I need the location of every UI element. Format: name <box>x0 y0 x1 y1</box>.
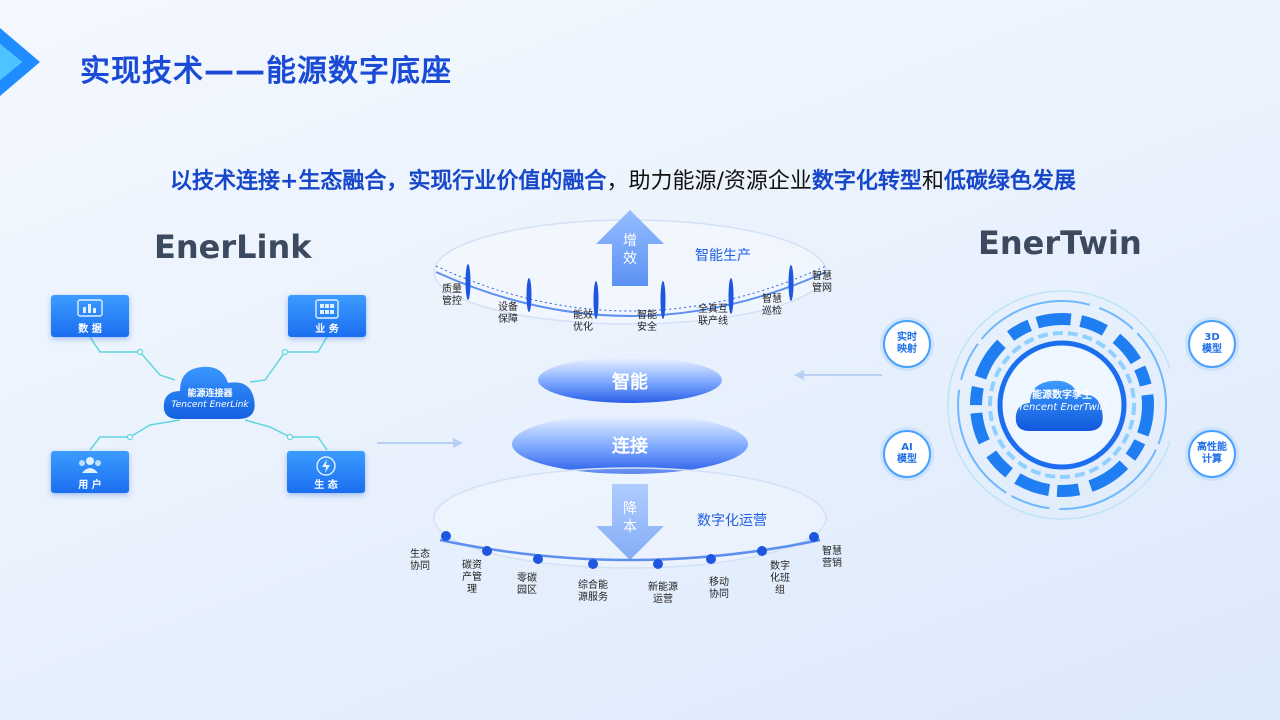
badge-3d: 3D 模型 <box>1188 320 1236 368</box>
bottom-item-6: 移动 协同 <box>709 577 729 600</box>
enerlink-cloud <box>163 366 255 419</box>
enertwin-core-text: 能源数字孪生 Tencent EnerTwin <box>1012 390 1112 414</box>
node-eco-label: 生 态 <box>314 480 338 491</box>
bottom-item-8: 智慧 营销 <box>822 546 842 569</box>
subtitle-part-4: 和 <box>921 169 944 194</box>
node-user-label: 用 户 <box>78 480 102 491</box>
badge-ai: AI 模型 <box>883 430 931 478</box>
node-business: 业 务 <box>288 295 366 337</box>
top-item-7: 智慧 管网 <box>812 271 832 294</box>
users-icon <box>79 457 101 473</box>
node-data: 数 据 <box>51 295 129 337</box>
top-arrow-label: 增 效 <box>623 233 637 267</box>
top-ring-label: 智能生产 <box>695 248 751 264</box>
top-item-1: 质量 管控 <box>442 284 462 307</box>
enertwin-core-line1: 能源数字孪生 <box>1032 390 1092 401</box>
bottom-item-5: 新能源 运营 <box>648 582 678 605</box>
enerlink-cloud-line2: Tencent EnerLink <box>171 400 249 410</box>
page-title: 实现技术——能源数字底座 <box>80 54 452 89</box>
top-item-5: 全真互 联产线 <box>698 304 728 327</box>
top-item-4: 智能 安全 <box>637 310 657 333</box>
enertwin-rings <box>947 290 1170 520</box>
corner-logo <box>0 28 40 96</box>
energy-icon <box>316 456 336 476</box>
enertwin-brand: EnerTwin <box>978 224 1142 262</box>
top-item-6: 智慧 巡检 <box>762 294 782 317</box>
badge-hpc: 高性能 计算 <box>1188 430 1236 478</box>
top-item-2: 设备 保障 <box>498 302 518 325</box>
top-item-3: 能效 优化 <box>573 310 593 333</box>
pill-smart: 智能 <box>612 372 648 393</box>
enerlink-cloud-text: 能源连接器 Tencent EnerLink <box>160 389 260 411</box>
node-user: 用 户 <box>51 451 129 493</box>
node-business-label: 业 务 <box>315 324 339 335</box>
bottom-item-4: 综合能 源服务 <box>578 580 608 603</box>
subtitle-part-5: 低碳绿色发展 <box>943 169 1076 194</box>
bottom-item-7: 数字 化班 组 <box>770 561 790 596</box>
enerlink-brand: EnerLink <box>154 228 312 266</box>
subtitle-part-3: 数字化转型 <box>811 169 922 194</box>
grid-icon <box>315 299 339 319</box>
right-flow-arrow <box>794 370 882 380</box>
bottom-item-1: 生态 协同 <box>410 549 430 572</box>
bottom-item-2: 碳资 产管 理 <box>462 560 482 595</box>
subtitle-part-2: ，助力能源/资源企业 <box>606 169 812 194</box>
subtitle-part-1: 以技术连接+生态融合，实现行业价值的融合 <box>170 169 607 194</box>
enerlink-cloud-line1: 能源连接器 <box>187 389 233 399</box>
bottom-ring-label: 数字化运营 <box>697 513 767 529</box>
pill-connect: 连接 <box>612 436 648 457</box>
subtitle: 以技术连接+生态融合，实现行业价值的融合，助力能源/资源企业数字化转型和低碳绿色… <box>170 163 1076 195</box>
bottom-item-3: 零碳 园区 <box>517 573 537 596</box>
chart-window-icon <box>77 299 103 317</box>
node-eco: 生 态 <box>287 451 365 493</box>
center-graphics <box>433 210 827 569</box>
badge-realtime: 实时 映射 <box>883 320 931 368</box>
bottom-arrow-label: 降 本 <box>623 501 637 535</box>
node-data-label: 数 据 <box>78 324 102 335</box>
enerlink-connectors <box>89 336 328 451</box>
enertwin-core-line2: Tencent EnerTwin <box>1018 402 1106 413</box>
left-flow-arrow <box>377 438 463 448</box>
